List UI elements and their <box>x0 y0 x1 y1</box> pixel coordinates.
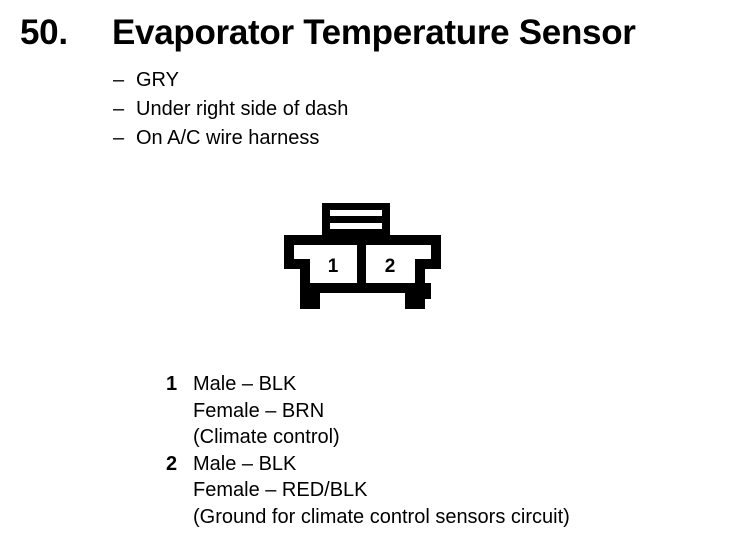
connector-diagram: 1 2 <box>284 203 446 330</box>
cavity-divider <box>357 235 366 288</box>
pin-legend: 1 Male – BLK Female – BRN (Climate contr… <box>166 371 570 530</box>
legend-entry-pin-1: 1 Male – BLK Female – BRN (Climate contr… <box>166 371 570 451</box>
legend-detail-line: Male – BLK <box>193 452 297 475</box>
locking-tab-icon <box>322 203 390 235</box>
list-item-label: Under right side of dash <box>136 98 349 120</box>
connector-svg: 1 2 <box>284 203 441 309</box>
legend-detail-line: (Climate control) <box>193 426 340 448</box>
connector-outline-stroke <box>284 235 441 309</box>
legend-detail-line: Female – RED/BLK <box>193 479 368 501</box>
page-title: 50. Evaporator Temperature Sensor <box>20 12 636 54</box>
legend-pin-number: 2 <box>166 452 178 475</box>
legend-detail-line: Female – BRN <box>193 399 325 422</box>
page-title-text: Evaporator Temperature Sensor <box>112 13 636 52</box>
legend-detail-line: Male – BLK <box>193 373 297 395</box>
dash-bullet-icon: – <box>113 69 125 91</box>
list-item-label: On A/C wire harness <box>136 127 320 149</box>
list-item: – On A/C wire harness <box>113 124 348 153</box>
legend-pin-details: Male – BLK Female – RED/BLK (Ground for … <box>193 451 570 531</box>
component-details-list: – GRY – Under right side of dash – On A/… <box>113 66 348 153</box>
page-title-number: 50. <box>20 13 68 52</box>
legend-detail-line: (Ground for climate control sensors circ… <box>193 505 570 528</box>
cavity-number-2: 2 <box>385 256 396 277</box>
list-item-label: GRY <box>136 69 179 91</box>
list-item: – Under right side of dash <box>113 95 348 124</box>
legend-entry-pin-2: 2 Male – BLK Female – RED/BLK (Ground fo… <box>166 451 570 531</box>
list-item: – GRY <box>113 66 348 95</box>
legend-pin-number: 1 <box>166 373 178 395</box>
cavity-number-1: 1 <box>328 256 339 277</box>
dash-bullet-icon: – <box>113 98 125 120</box>
dash-bullet-icon: – <box>113 127 125 149</box>
legend-pin-details: Male – BLK Female – BRN (Climate control… <box>193 371 340 451</box>
